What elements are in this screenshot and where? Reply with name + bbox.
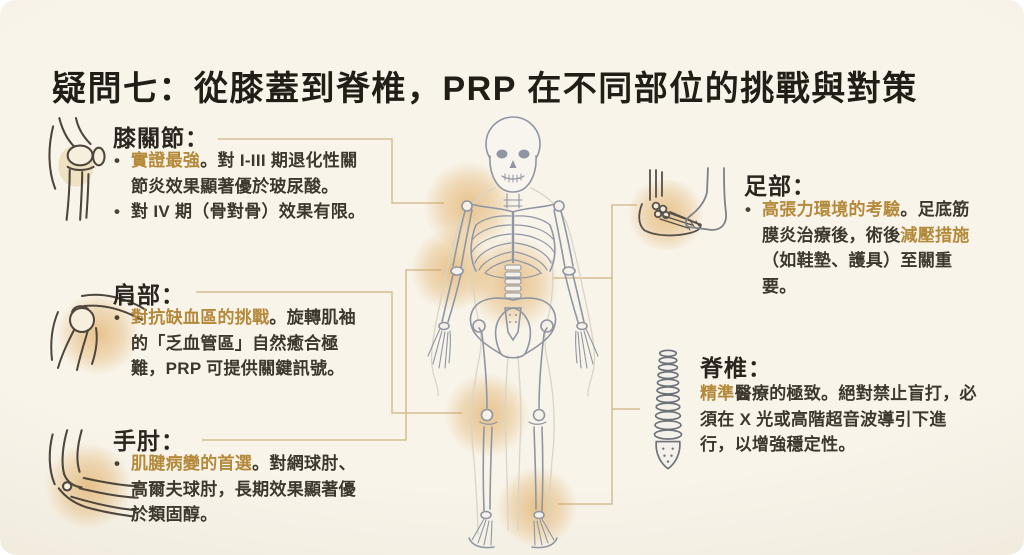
section-heading-elbow: 手肘： <box>113 428 185 454</box>
list-item: 實證最強。對 I-III 期退化性關節炎效果顯著優於玻尿酸。 <box>113 148 369 199</box>
spine-column-icon <box>653 349 683 470</box>
elbow-bullet-list: 肌腱病變的首選。對網球肘、高爾夫球肘，長期效果顯著優於類固醇。 <box>113 451 369 528</box>
spine-paragraph: 精準醫療的極致。絕對禁止盲打，必須在 X 光或高階超音波導引下進行，以增強穩定性… <box>700 384 977 454</box>
section-heading-knee: 膝關節： <box>113 125 209 151</box>
section-heading-foot: 足部： <box>744 173 816 199</box>
foot-bones-icon <box>638 167 727 237</box>
human-skeleton-figure <box>427 116 599 549</box>
list-item: 肌腱病變的首選。對網球肘、高爾夫球肘，長期效果顯著優於類固醇。 <box>113 451 369 528</box>
knee-joint-icon <box>48 117 106 221</box>
foot-bullet-list: 高張力環境的考驗。足底筋膜炎治療後，術後減壓措施（如鞋墊、護具）至關重要。 <box>744 197 986 299</box>
section-heading-spine: 脊椎： <box>700 355 772 381</box>
list-item: 對 IV 期（骨對骨）效果有限。 <box>113 199 369 225</box>
knee-bullet-list: 實證最強。對 I-III 期退化性關節炎效果顯著優於玻尿酸。 對 IV 期（骨對… <box>113 148 369 225</box>
list-item: 高張力環境的考驗。足底筋膜炎治療後，術後減壓措施（如鞋墊、護具）至關重要。 <box>744 197 986 299</box>
shoulder-bullet-list: 對抗缺血區的挑戰。旋轉肌袖的「乏血管區」自然癒合極難，PRP 可提供關鍵訊號。 <box>113 305 373 382</box>
list-item: 對抗缺血區的挑戰。旋轉肌袖的「乏血管區」自然癒合極難，PRP 可提供關鍵訊號。 <box>113 305 373 382</box>
page-title: 疑問七：從膝蓋到脊椎，PRP 在不同部位的挑戰與對策 <box>52 69 918 108</box>
foot-outline-icon <box>684 167 727 231</box>
section-heading-shoulder: 肩部： <box>113 282 185 308</box>
elbow-joint-icon <box>48 429 139 518</box>
